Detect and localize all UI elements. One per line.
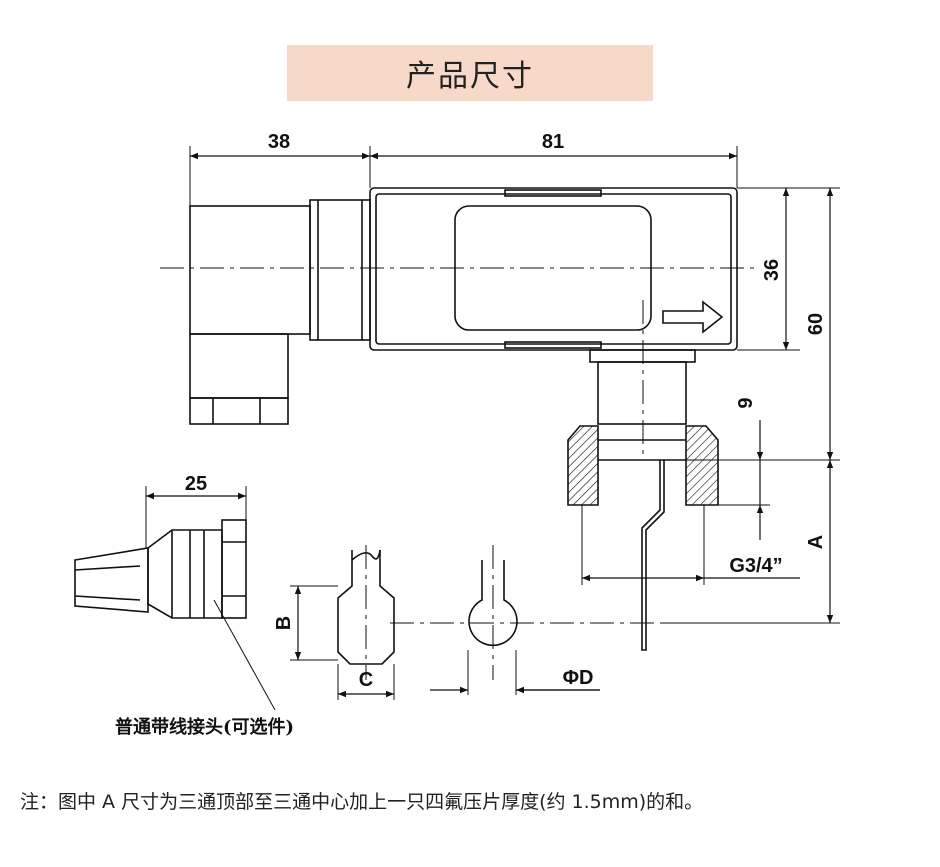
dim-label-60: 60	[805, 313, 827, 335]
dim-label-phi-d: ΦD	[563, 667, 594, 689]
dim-label-b: B	[273, 616, 295, 630]
connector-cable-exit	[189, 333, 289, 399]
connector-cap	[189, 397, 289, 425]
switch-housing	[369, 187, 738, 351]
dim-label-81: 81	[542, 131, 564, 153]
connector-callout-label: 普通带线接头(可选件)	[115, 717, 295, 738]
footnote: 注：图中 A 尺寸为三通顶部至三通中心加上一只四氟压片厚度(约 1.5mm)的和…	[20, 791, 704, 813]
title-banner: 产品尺寸	[287, 45, 653, 101]
dim-label-36: 36	[761, 259, 783, 281]
stem	[597, 361, 687, 425]
tee-left-wall	[567, 425, 599, 506]
connector-plug-body	[189, 205, 311, 335]
cable-gland	[147, 529, 223, 619]
dim-label-c: C	[359, 669, 373, 691]
dim-label-38: 38	[268, 131, 290, 153]
page-title: 产品尺寸	[406, 59, 534, 94]
connector-nut	[309, 199, 371, 341]
shaft-section-c	[337, 550, 395, 665]
dim-label-9: 9	[735, 397, 757, 408]
tee-right-wall	[685, 425, 719, 506]
cable	[74, 547, 149, 613]
dim-label-thread: G3/4”	[729, 555, 782, 577]
paddle	[641, 460, 665, 651]
gland-nut	[221, 519, 247, 619]
dim-label-25: 25	[185, 473, 207, 495]
dim-label-a: A	[805, 535, 827, 549]
flow-arrow-icon	[662, 300, 724, 334]
